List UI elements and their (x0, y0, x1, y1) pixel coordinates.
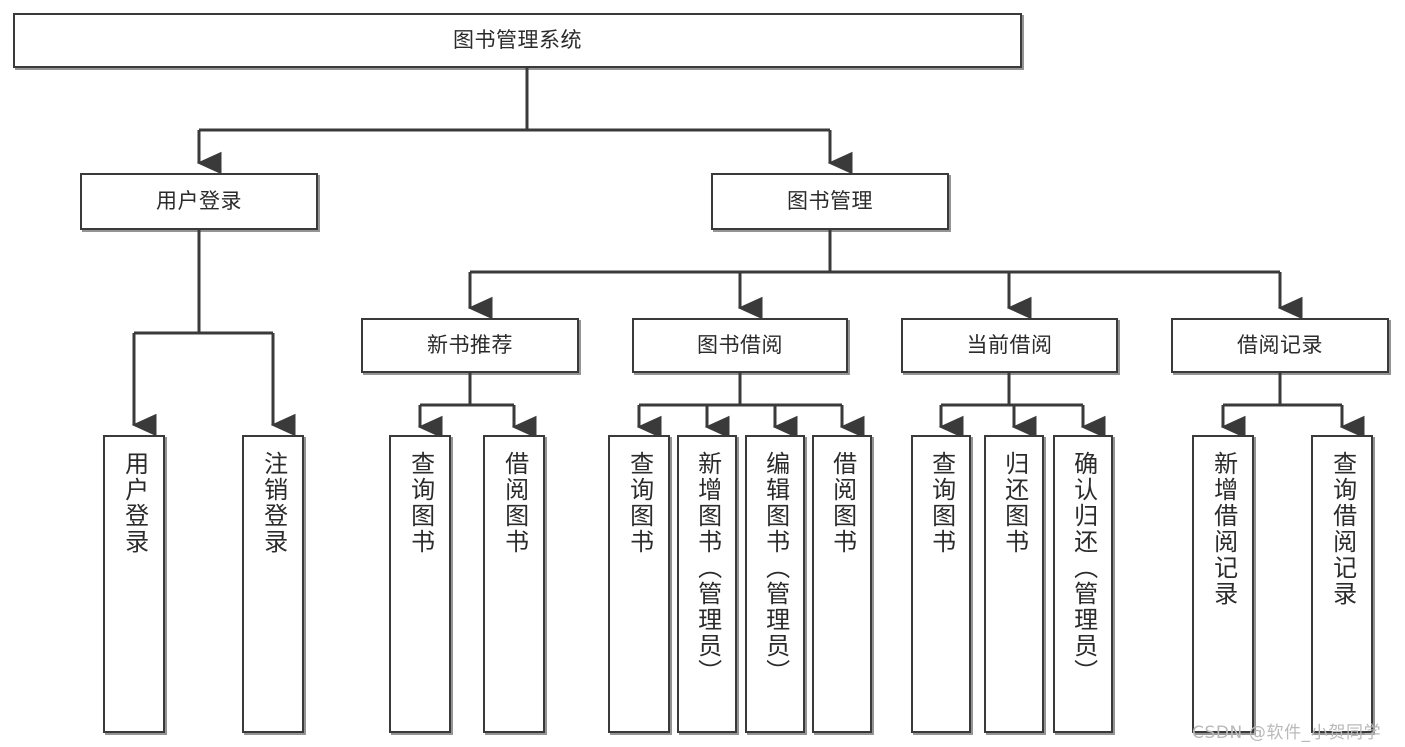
node-leaf-12[interactable]: 查询借阅记录 (1311, 435, 1373, 733)
node-leaf-7[interactable]: 借阅图书 (812, 435, 872, 733)
csdn-watermark: CSDN @软件_小贺同学 (1192, 723, 1382, 743)
node-level3-0[interactable]: 新书推荐 (361, 318, 579, 373)
node-leaf-7-label: 借阅图书 (828, 451, 857, 555)
node-level3-0-label: 新书推荐 (427, 333, 513, 358)
node-leaf-6[interactable]: 编辑图书（管理员） (745, 435, 805, 733)
node-level2-0[interactable]: 用户登录 (80, 173, 318, 230)
node-level2-0-label: 用户登录 (156, 189, 242, 214)
node-leaf-9[interactable]: 归还图书 (984, 435, 1044, 733)
node-leaf-3[interactable]: 借阅图书 (483, 435, 545, 733)
node-root-label: 图书管理系统 (453, 28, 582, 53)
node-level2-1[interactable]: 图书管理 (711, 173, 949, 230)
node-leaf-2-label: 查询图书 (406, 451, 435, 555)
node-leaf-4-label: 查询图书 (625, 451, 654, 555)
node-leaf-11[interactable]: 新增借阅记录 (1192, 435, 1254, 733)
node-leaf-9-label: 归还图书 (1000, 451, 1029, 555)
node-level2-1-label: 图书管理 (787, 189, 873, 214)
node-level3-1[interactable]: 图书借阅 (632, 318, 848, 373)
node-level3-1-label: 图书借阅 (697, 333, 783, 358)
node-leaf-3-label: 借阅图书 (500, 451, 529, 555)
node-leaf-1[interactable]: 注销登录 (242, 435, 304, 733)
node-level3-2-label: 当前借阅 (966, 333, 1053, 358)
node-leaf-10[interactable]: 确认归还（管理员） (1053, 435, 1113, 733)
node-level3-2[interactable]: 当前借阅 (901, 318, 1118, 373)
node-leaf-10-label: 确认归还（管理员） (1069, 451, 1098, 685)
node-leaf-6-label: 编辑图书（管理员） (761, 451, 790, 685)
node-leaf-8-label: 查询图书 (927, 451, 956, 555)
node-leaf-0[interactable]: 用户登录 (103, 435, 165, 733)
node-leaf-2[interactable]: 查询图书 (389, 435, 451, 733)
node-leaf-5[interactable]: 新增图书（管理员） (677, 435, 737, 733)
node-leaf-8[interactable]: 查询图书 (911, 435, 971, 733)
node-leaf-12-label: 查询借阅记录 (1328, 451, 1357, 607)
node-level3-3-label: 借阅记录 (1237, 333, 1323, 358)
node-root[interactable]: 图书管理系统 (13, 13, 1022, 68)
node-leaf-1-label: 注销登录 (259, 451, 288, 555)
node-leaf-0-label: 用户登录 (120, 451, 149, 555)
node-leaf-11-label: 新增借阅记录 (1209, 451, 1238, 607)
node-leaf-5-label: 新增图书（管理员） (693, 451, 722, 685)
node-level3-3[interactable]: 借阅记录 (1171, 318, 1389, 373)
node-leaf-4[interactable]: 查询图书 (608, 435, 670, 733)
